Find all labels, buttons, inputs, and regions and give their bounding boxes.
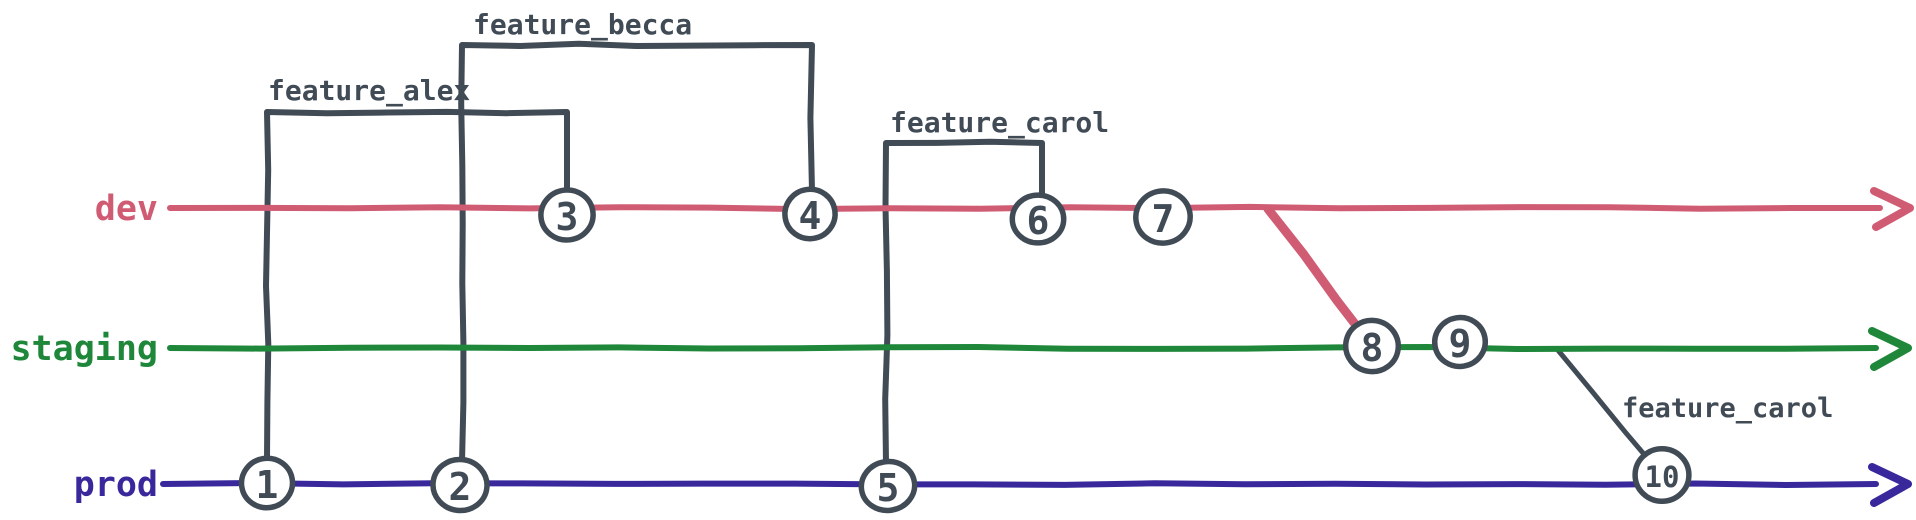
commit-node-2: 2 bbox=[430, 456, 490, 514]
branch-label: staging bbox=[10, 329, 158, 369]
feature-branch-feature_carol: feature_carol bbox=[882, 106, 1109, 466]
commit-number: 3 bbox=[556, 195, 579, 239]
commit-node-3: 3 bbox=[538, 187, 596, 243]
commit-circle bbox=[1431, 314, 1489, 370]
commit-number: 10 bbox=[1645, 460, 1680, 494]
branch-label: dev bbox=[95, 189, 158, 229]
commit-node-4: 4 bbox=[782, 186, 838, 242]
feature-branch-path bbox=[882, 138, 1045, 466]
commit-circle bbox=[858, 458, 918, 514]
commit-node-7: 7 bbox=[1133, 188, 1193, 246]
merge-label: feature_carol bbox=[1622, 393, 1833, 424]
commit-circle bbox=[782, 186, 838, 242]
commit-number: 9 bbox=[1449, 322, 1472, 366]
commit-number: 1 bbox=[256, 463, 279, 507]
feature-branch-label: feature_alex bbox=[268, 74, 470, 107]
commit-node-10: 10 bbox=[1632, 446, 1692, 504]
commit-number: 5 bbox=[877, 466, 900, 510]
commit-number: 7 bbox=[1152, 197, 1175, 241]
branch-label: prod bbox=[74, 465, 158, 505]
commit-circle bbox=[1342, 317, 1402, 375]
commit-node-5: 5 bbox=[858, 458, 918, 514]
feature-branch-path bbox=[263, 108, 570, 463]
commit-circle bbox=[238, 455, 296, 511]
commit-circle bbox=[1133, 188, 1193, 246]
branch-arrowhead-icon bbox=[1868, 463, 1912, 507]
merge-path bbox=[1554, 346, 1663, 476]
branch-arrowhead-icon bbox=[1870, 187, 1914, 231]
branch-line bbox=[167, 343, 1879, 353]
commit-node-6: 6 bbox=[1009, 192, 1067, 246]
feature-branch-path bbox=[458, 40, 815, 465]
branch-line bbox=[160, 479, 1879, 489]
commit-number: 4 bbox=[799, 194, 822, 238]
feature-branch-label: feature_becca bbox=[473, 8, 692, 41]
commit-node-1: 1 bbox=[238, 455, 296, 511]
commit-node-9: 9 bbox=[1431, 314, 1489, 370]
feature-branch-feature_becca: feature_becca bbox=[458, 8, 815, 465]
branch-arrowhead-icon bbox=[1868, 327, 1912, 371]
feature-branch-label: feature_carol bbox=[890, 106, 1109, 139]
commit-circle bbox=[430, 456, 490, 514]
branch-dev: dev bbox=[95, 187, 1914, 231]
commit-circle bbox=[1009, 192, 1067, 246]
merge-staging-to-prod: feature_carol bbox=[1554, 346, 1833, 476]
commit-number: 6 bbox=[1027, 199, 1050, 243]
commit-number: 8 bbox=[1361, 326, 1384, 370]
commit-number: 2 bbox=[449, 465, 472, 509]
commit-circle bbox=[1632, 446, 1692, 504]
commit-circle bbox=[538, 187, 596, 243]
commit-node-8: 8 bbox=[1342, 317, 1402, 375]
feature-branch-feature_alex: feature_alex bbox=[263, 74, 570, 463]
branch-staging: staging bbox=[10, 327, 1912, 371]
